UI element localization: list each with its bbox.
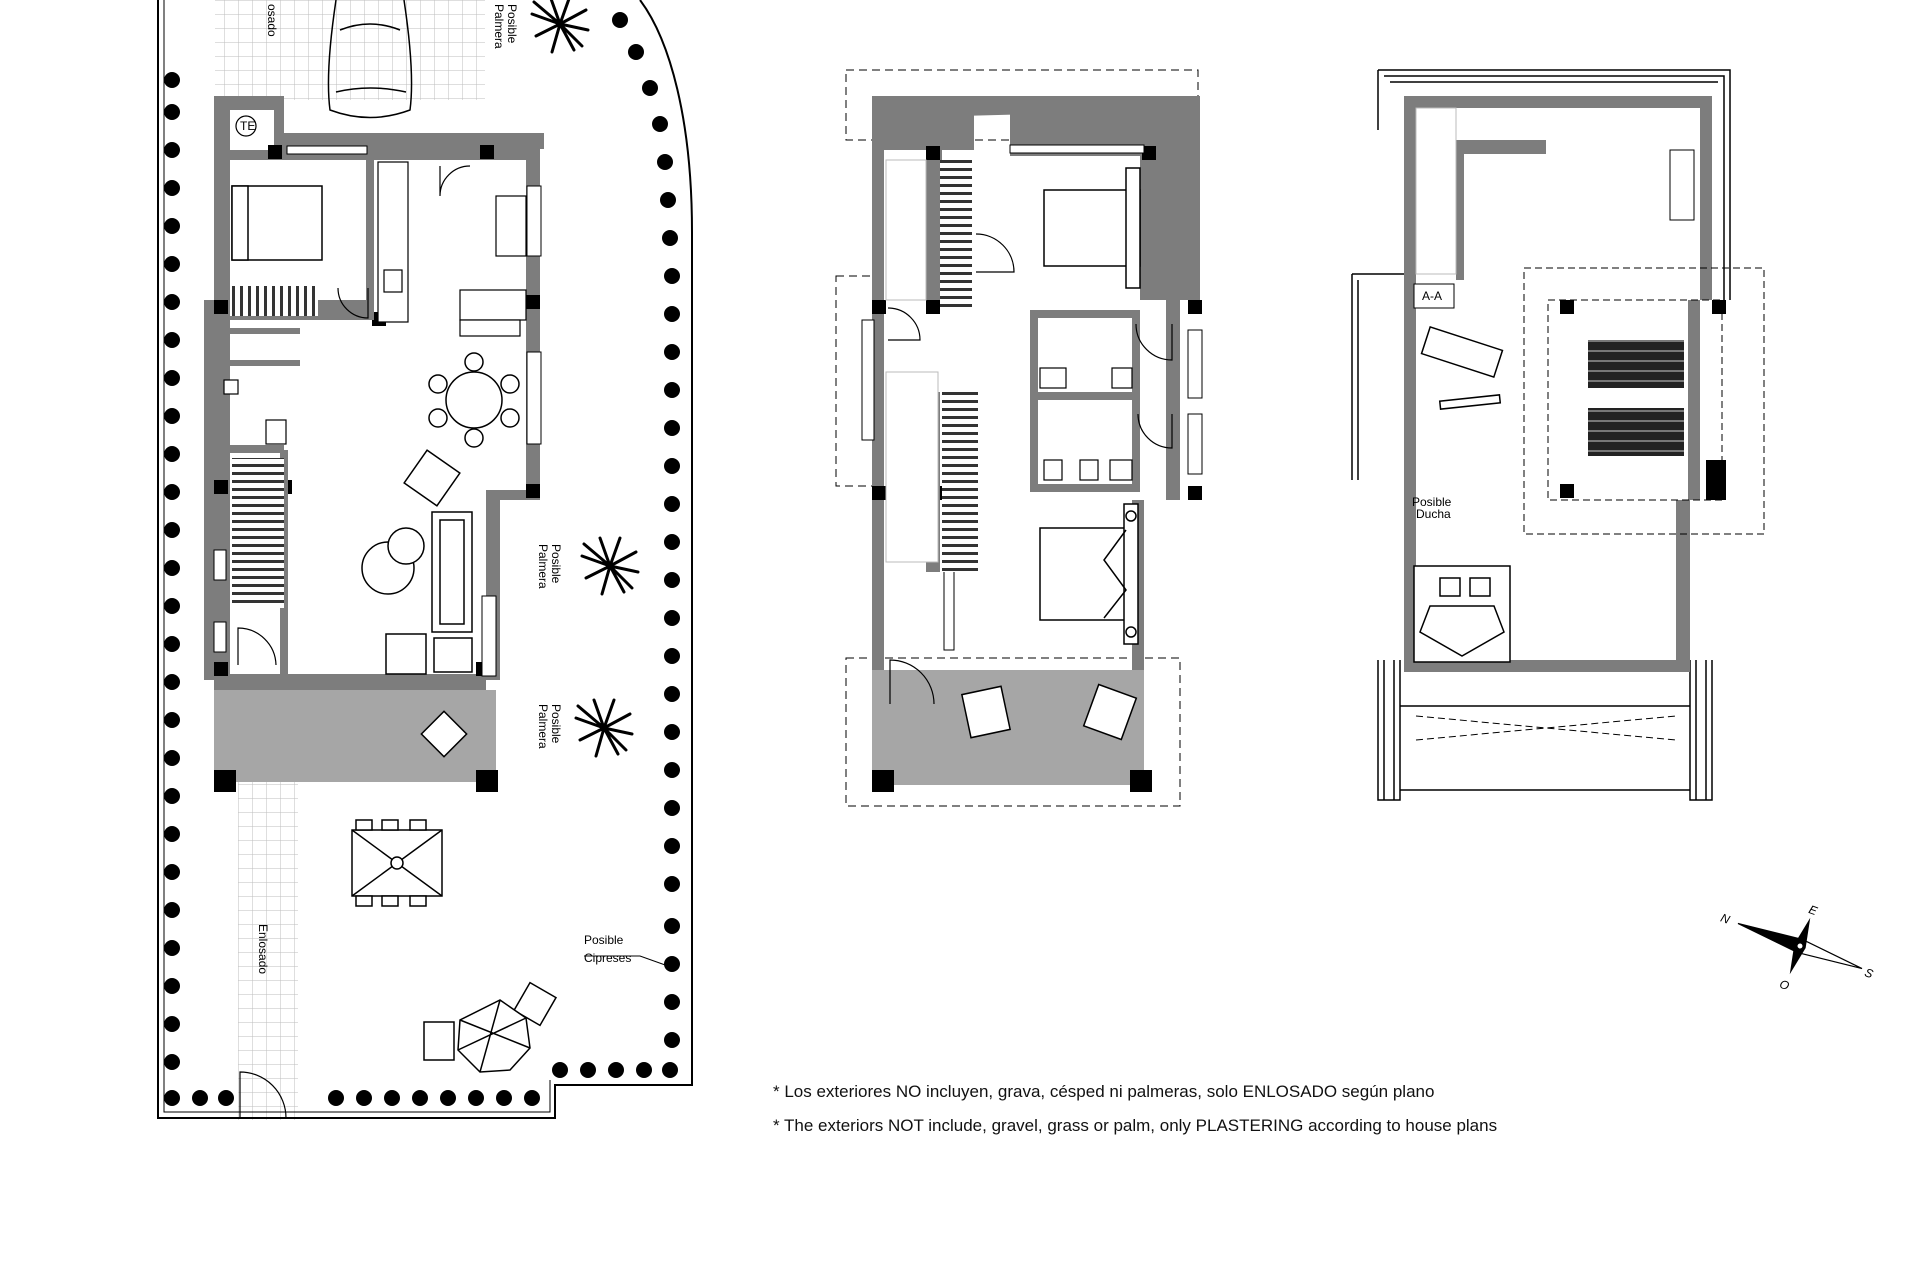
windows [213,145,542,677]
palm-icon [574,698,634,758]
compass-s: S [1863,965,1875,981]
first-floor-pillars [872,146,1202,792]
section-box-label: A-A [1422,289,1442,303]
parking-paving [215,0,485,100]
meter-label: TE [240,119,255,133]
compass-rose-icon: N E S O [1719,902,1875,993]
first-floor-door-swings [887,233,1173,705]
first-floor-bath-fixtures [1039,367,1133,481]
compass-n: N [1719,911,1732,927]
roof-pillars [1560,300,1726,500]
wardrobe [230,286,318,316]
stair-treads [232,458,284,608]
section-box [1413,283,1455,309]
palm-top-label: PosiblePalmera [492,4,519,49]
dining-table-icon [428,352,520,448]
stair-upper [885,159,927,301]
porch-table-icon [420,710,468,758]
note-spanish: * Los exteriores NO incluyen, grava, cés… [773,1082,1435,1101]
meter-icon [235,115,257,137]
first-floor-walls [872,96,1200,785]
living-furniture [361,449,473,675]
parasol-set-icon [423,981,558,1073]
compass-e: E [1807,902,1820,918]
cypress-leader [584,955,669,967]
palm-low-label: PosiblePalmera [536,704,563,749]
path-paving [238,780,298,1120]
palm-icon [530,0,590,54]
note-english: * The exteriors NOT include, gravel, gra… [773,1116,1498,1135]
lower-balcony-outline [845,657,1181,807]
stair-treads-upper [940,160,972,310]
kitchen-counters [377,161,527,337]
outdoor-sink-icon [1669,149,1695,221]
first-floor-windows [861,144,1203,651]
lounger-icon [1420,325,1504,410]
palm-icon [580,536,640,596]
hedge-dots [164,12,680,1106]
stair-landing [885,371,939,563]
compass-o: O [1778,977,1792,993]
outdoor-table-icon [351,819,443,907]
car-icon [327,0,413,119]
terrace-chairs-icon [960,683,1138,741]
master-bed-icon [1043,167,1141,289]
plot-boundary [157,0,693,1119]
bathroom-fixtures [223,379,287,445]
roof-stair [1415,107,1457,275]
hot-tub-icon [1413,565,1511,663]
porch [214,690,498,792]
ground-floor-plan: TE osado PosiblePalmera PosiblePalmera P… [157,0,693,1120]
stair-treads-lower [942,392,978,572]
second-bed-icon [1039,503,1139,645]
roof-cross [1415,715,1677,741]
sunbed-slats-icon [1588,340,1684,388]
palm-mid-label: PosiblePalmera [536,544,563,589]
top-paving-label: osado [265,4,279,37]
first-floor-plan [835,69,1203,807]
sunbed-slats-icon-2 [1588,408,1684,456]
path-label: Enlosado [256,924,270,974]
door-swings [237,165,471,1119]
bed-icon [231,185,323,261]
